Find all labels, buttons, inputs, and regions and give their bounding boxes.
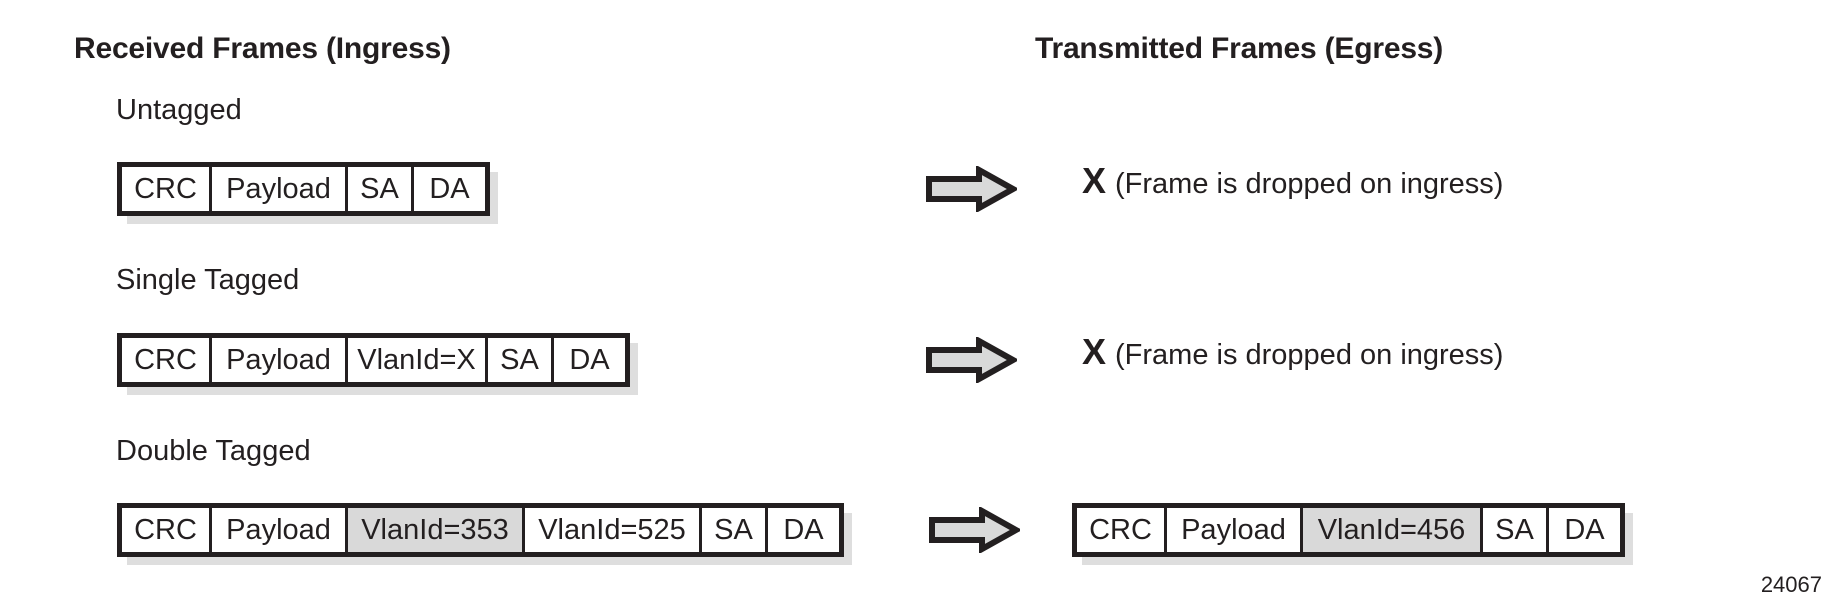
frame-cell-crc: CRC [122,167,212,211]
figure-number: 24067 [1760,572,1822,597]
drop-note-text: (Frame is dropped on ingress) [1115,339,1504,371]
frame-cell-da: DA [414,167,485,211]
right-arrow-icon [925,164,1020,214]
right-arrow-icon [925,335,1020,385]
frame-cell-da: DA [554,338,625,382]
frame-cell-vlanid: VlanId=X [348,338,488,382]
column-header-ingress: Received Frames (Ingress) [74,32,451,65]
egress-dropped-note-single-tagged: X (Frame is dropped on ingress) [1082,331,1503,373]
frame-cell-payload: Payload [1167,508,1303,552]
frame-cell-payload: Payload [212,167,348,211]
frame-cell-crc: CRC [122,508,212,552]
column-header-egress: Transmitted Frames (Egress) [1035,32,1444,65]
row-label-double-tagged: Double Tagged [116,435,311,467]
frame-cell-sa: SA [702,508,768,552]
drop-x-icon: X [1082,160,1107,201]
frame-cell-sa: SA [488,338,554,382]
egress-dropped-note-untagged: X (Frame is dropped on ingress) [1082,160,1503,202]
right-arrow-icon [928,505,1023,555]
row-label-single-tagged: Single Tagged [116,264,300,296]
drop-note-text: (Frame is dropped on ingress) [1115,168,1504,200]
frame-cell-vlanid: VlanId=456 [1303,508,1483,552]
frame-cell-crc: CRC [1077,508,1167,552]
egress-frame-double-tagged: CRC Payload VlanId=456 SA DA [1072,503,1625,557]
frame-cell-da: DA [1549,508,1620,552]
frame-cell-sa: SA [348,167,414,211]
frame-cell-payload: Payload [212,338,348,382]
frame-cell-vlanid-inner: VlanId=353 [348,508,525,552]
ingress-frame-single-tagged: CRC Payload VlanId=X SA DA [117,333,630,387]
ingress-frame-double-tagged: CRC Payload VlanId=353 VlanId=525 SA DA [117,503,844,557]
frame-cell-da: DA [768,508,839,552]
frame-cell-crc: CRC [122,338,212,382]
frame-cell-vlanid-outer: VlanId=525 [525,508,702,552]
frame-cell-payload: Payload [212,508,348,552]
ingress-frame-untagged: CRC Payload SA DA [117,162,490,216]
frame-cell-sa: SA [1483,508,1549,552]
drop-x-icon: X [1082,331,1107,372]
row-label-untagged: Untagged [116,94,242,126]
